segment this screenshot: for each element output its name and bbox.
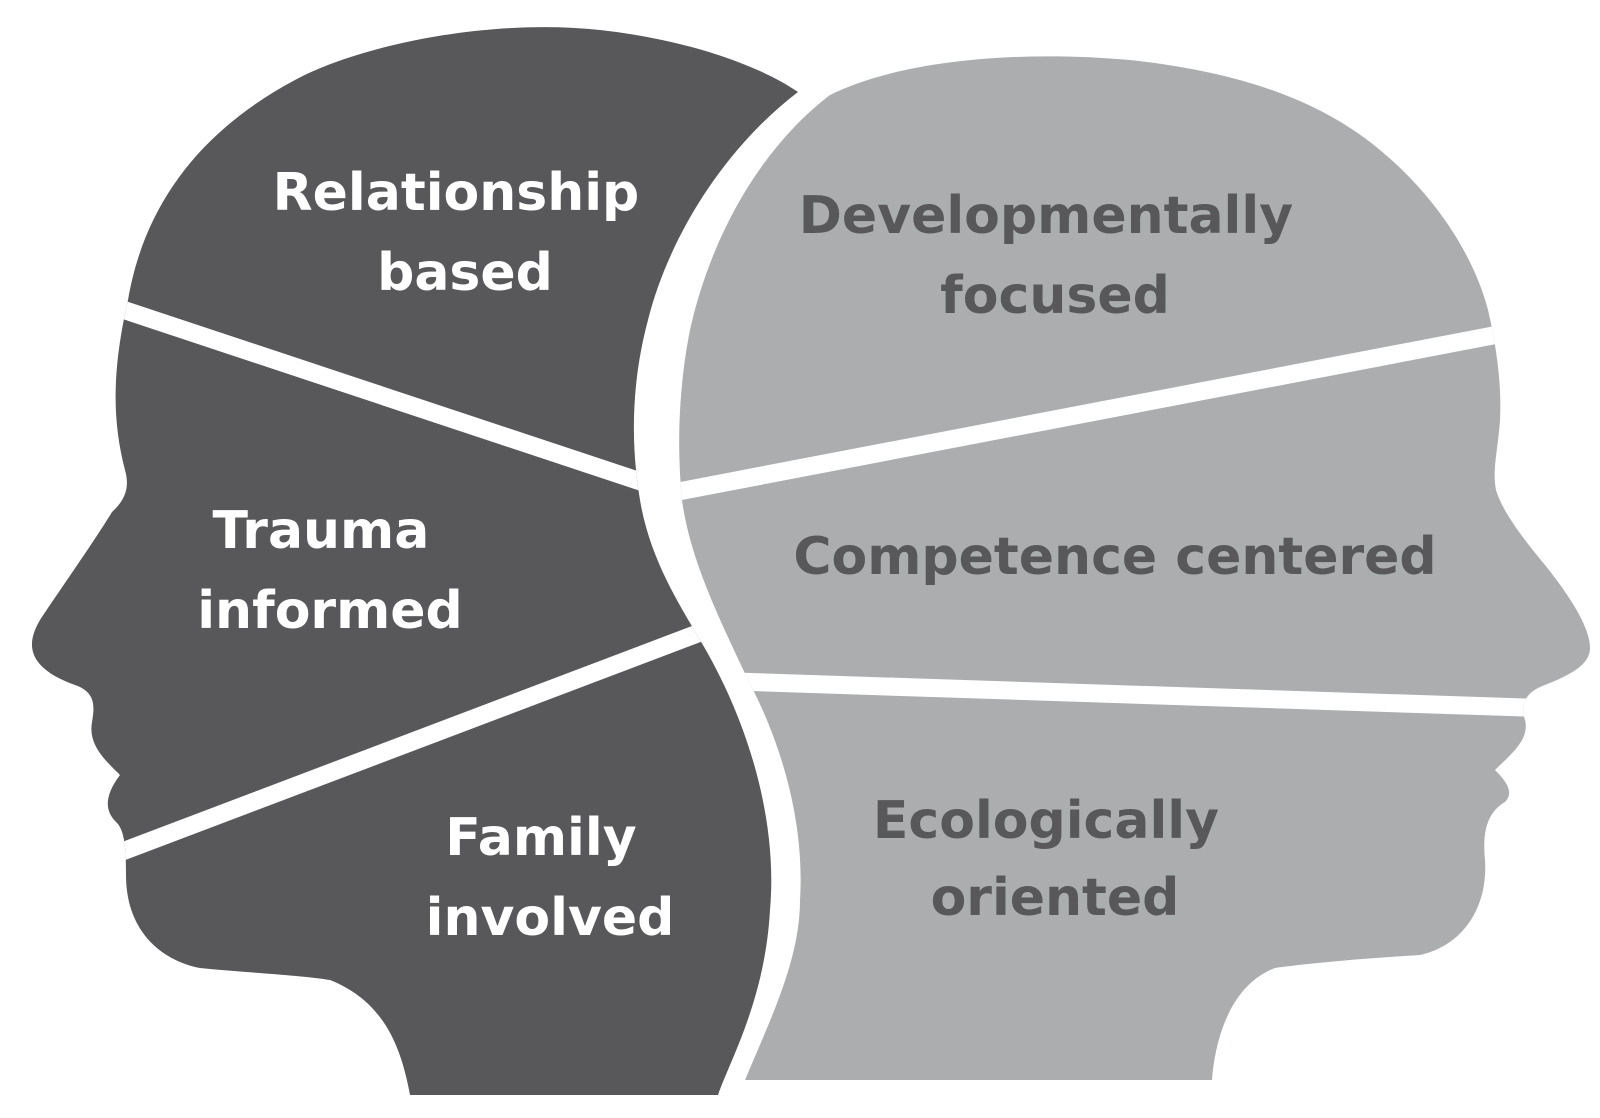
right-head [679,56,1590,1080]
label-trauma-informed-line2: informed [197,581,463,641]
label-relationship-based-line1: Relationship [273,163,640,223]
left-divider-top [97,293,663,497]
label-family-involved-line1: Family [445,808,636,868]
label-developmentally-focused: Developmentally focused [799,186,1311,326]
label-family-involved: Family involved [426,808,675,948]
label-ecologically-oriented: Ecologically oriented [873,791,1237,928]
label-family-involved-line2: involved [426,888,675,948]
label-competence-centered: Competence centered [793,527,1436,587]
label-trauma-informed-line1: Trauma [213,501,430,561]
label-relationship-based: Relationship based [273,163,658,303]
label-competence-centered-line1: Competence centered [793,527,1436,587]
left-divider-bottom [96,616,724,869]
right-divider-top [679,306,1590,504]
label-ecologically-oriented-line1: Ecologically [873,791,1219,851]
label-ecologically-oriented-line2: oriented [931,868,1180,928]
label-relationship-based-line2: based [377,243,553,303]
right-head-fill [679,56,1590,1080]
right-divider-bottom [689,671,1590,719]
label-developmentally-focused-line2: focused [940,266,1170,326]
label-trauma-informed: Trauma informed [197,501,463,641]
label-developmentally-focused-line1: Developmentally [799,186,1293,246]
